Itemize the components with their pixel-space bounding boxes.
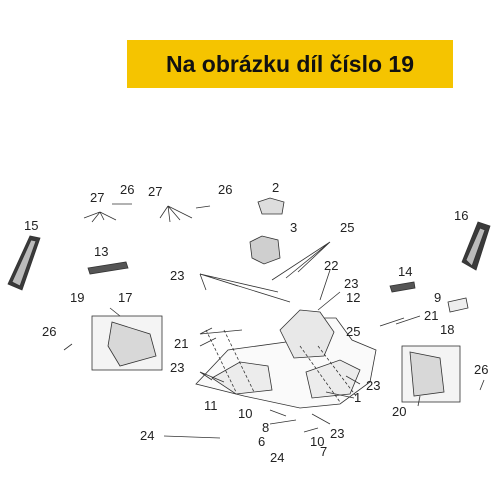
label-26c: 26 <box>42 324 56 339</box>
label-23d: 23 <box>366 378 380 393</box>
part-14-strip <box>389 281 416 293</box>
label-12: 12 <box>346 290 360 305</box>
label-8: 8 <box>262 420 269 435</box>
label-21b: 21 <box>424 308 438 323</box>
label-16: 16 <box>454 208 468 223</box>
label-24b: 24 <box>270 450 284 465</box>
label-27a: 27 <box>90 190 104 205</box>
part-3 <box>249 235 281 265</box>
label-9: 9 <box>434 290 441 305</box>
label-11: 11 <box>204 398 218 413</box>
label-7: 7 <box>320 444 327 459</box>
part-2 <box>257 197 285 215</box>
label-26d: 26 <box>474 362 488 377</box>
label-27b: 27 <box>148 184 162 199</box>
diagram-labels: 2 3 25 25 26 27 27 26 15 16 13 14 23 22 … <box>24 180 488 465</box>
label-22: 22 <box>324 258 338 273</box>
label-23e: 23 <box>330 426 344 441</box>
label-14: 14 <box>398 264 412 279</box>
label-18: 18 <box>440 322 454 337</box>
label-26b: 26 <box>218 182 232 197</box>
part-number-banner: Na obrázku díl číslo 19 <box>127 40 453 88</box>
label-2: 2 <box>272 180 279 195</box>
label-25a: 25 <box>340 220 354 235</box>
label-6: 6 <box>258 434 265 449</box>
label-15: 15 <box>24 218 38 233</box>
label-10b: 10 <box>310 434 324 449</box>
banner-text: Na obrázku díl číslo 19 <box>166 50 414 77</box>
label-19: 19 <box>70 290 84 305</box>
label-23c: 23 <box>170 360 184 375</box>
label-21a: 21 <box>174 336 188 351</box>
label-17: 17 <box>118 290 132 305</box>
label-23b: 23 <box>344 276 358 291</box>
label-1: 1 <box>354 390 361 405</box>
label-10a: 10 <box>238 406 252 421</box>
label-26a: 26 <box>120 182 134 197</box>
label-25b: 25 <box>346 324 360 339</box>
label-13: 13 <box>94 244 108 259</box>
label-23a: 23 <box>170 268 184 283</box>
label-20: 20 <box>392 404 406 419</box>
part-9 <box>447 297 469 313</box>
part-13-strip <box>87 261 129 275</box>
label-24a: 24 <box>140 428 154 443</box>
label-3: 3 <box>290 220 297 235</box>
